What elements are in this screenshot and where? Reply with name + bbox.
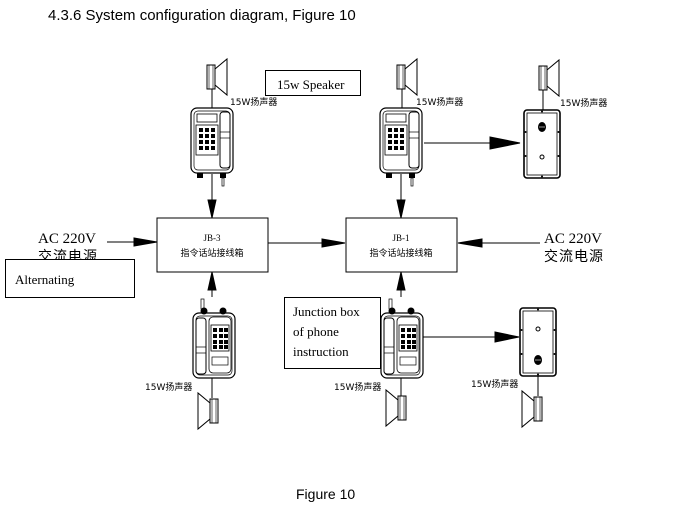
power-source-right: AC 220V 交流电源 (544, 230, 604, 266)
speaker-label: 15W扬声器 (145, 381, 192, 393)
speaker-icon (385, 389, 407, 427)
power-voltage: AC 220V (544, 231, 602, 247)
connectors (107, 87, 544, 398)
intercom-panel-icon (519, 307, 557, 377)
note-alternating: Alternating (5, 259, 135, 298)
jb1-label: 指令话站接线箱 (369, 247, 432, 259)
wall-phone-icon (192, 298, 236, 379)
arrow-right (321, 238, 346, 248)
arrow-up (207, 271, 217, 291)
note-line: Junction box (293, 304, 360, 319)
wall-phone-icon (380, 298, 424, 379)
jb3-id: JB-3 (203, 233, 221, 243)
note-speaker: 15w Speaker (265, 70, 361, 96)
speaker-label: 15W扬声器 (230, 96, 277, 108)
speaker-icon (206, 58, 228, 96)
speaker-icon (521, 390, 543, 428)
note-junction-box: Junction box of phone instruction (284, 297, 381, 369)
speaker-label: 15W扬声器 (416, 96, 463, 108)
note-line: of phone (293, 324, 339, 339)
speaker-label: 15W扬声器 (334, 381, 381, 393)
arrow-right (489, 136, 521, 150)
jb1-id: JB-1 (392, 233, 409, 243)
intercom-panel-icon (523, 109, 561, 179)
speaker-label: 15W扬声器 (471, 378, 518, 390)
figure-caption: Figure 10 (296, 486, 356, 502)
arrow-right (133, 237, 158, 247)
arrow-down (396, 199, 406, 219)
speaker-icon (396, 58, 418, 96)
note-line: instruction (293, 344, 349, 359)
arrow-down (207, 199, 217, 219)
section-heading: 4.3.6 System configuration diagram, Figu… (48, 7, 356, 24)
arrow-up (396, 271, 406, 291)
jb3-label: 指令话站接线箱 (180, 247, 243, 259)
speaker-label: 15W扬声器 (560, 97, 607, 109)
junction-box-jb1 (345, 217, 458, 273)
speaker-icon (197, 392, 219, 430)
power-voltage: AC 220V (38, 231, 96, 247)
junction-box-jb3 (156, 217, 269, 273)
arrow-right (494, 331, 520, 343)
power-label: 交流电源 (544, 249, 604, 265)
arrow-left (457, 238, 483, 248)
speaker-icon (538, 59, 560, 97)
